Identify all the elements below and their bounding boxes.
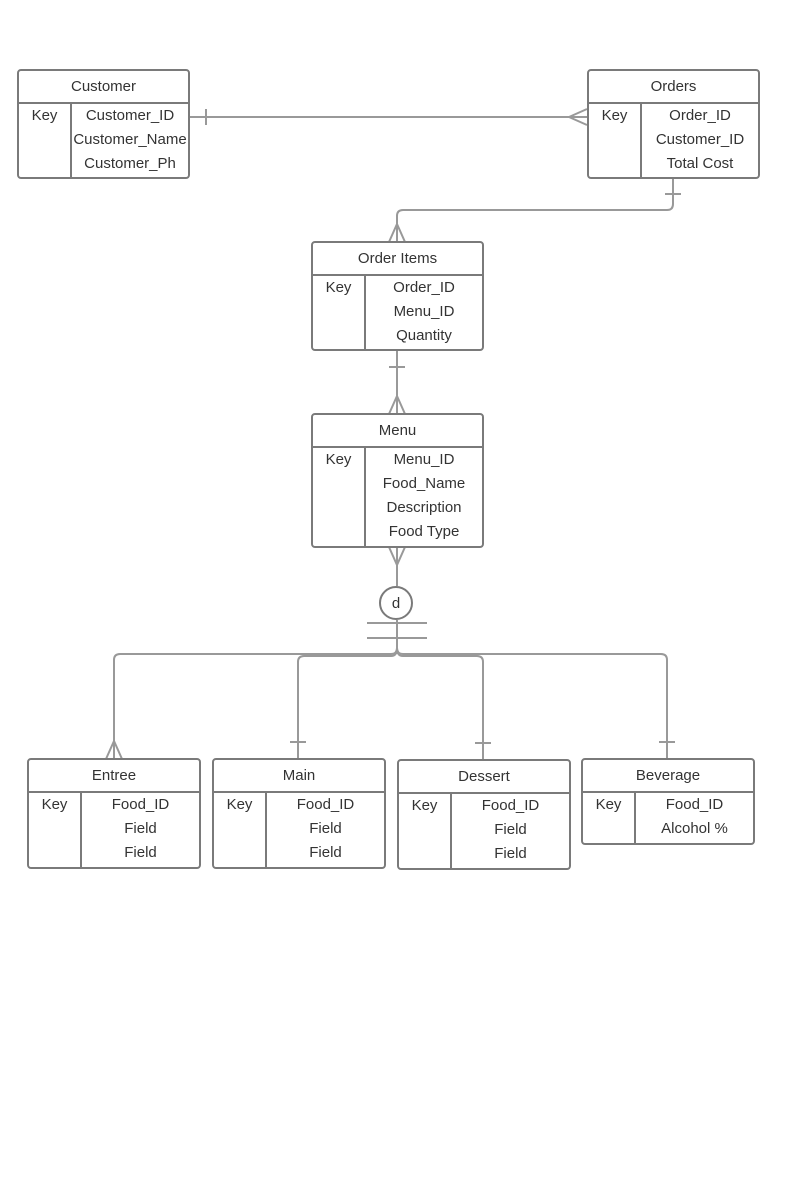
key-text: Key xyxy=(325,279,352,296)
field-item: Customer_Name xyxy=(73,131,187,148)
entity-title: Entree xyxy=(29,760,199,793)
key-text: Key xyxy=(411,797,438,814)
key-label: Key xyxy=(29,793,82,867)
field-list: Order_ID Menu_ID Quantity xyxy=(366,276,482,349)
key-text: Key xyxy=(325,451,352,468)
orderitems-many-crowfoot xyxy=(388,223,406,243)
entity-main[interactable]: Main Key Food_ID Field Field xyxy=(212,758,386,869)
field-item: Food_ID xyxy=(111,796,170,813)
field-item: Customer_ID xyxy=(655,131,745,148)
branch-entree xyxy=(113,647,398,759)
key-text: Key xyxy=(601,107,628,124)
key-label: Key xyxy=(589,104,642,177)
field-item: Total Cost xyxy=(666,155,734,172)
field-item: Quantity xyxy=(396,327,452,344)
field-item: Food Type xyxy=(388,523,460,540)
entity-entree[interactable]: Entree Key Food_ID Field Field xyxy=(27,758,201,869)
menu-spec-crowfoot xyxy=(388,546,406,568)
key-label: Key xyxy=(583,793,636,843)
menu-many-crowfoot xyxy=(388,395,406,415)
field-item: Customer_Ph xyxy=(84,155,176,172)
entity-title: Dessert xyxy=(399,761,569,794)
field-item: Field xyxy=(309,820,342,837)
field-list: Menu_ID Food_Name Description Food Type xyxy=(366,448,482,546)
field-item: Food_Name xyxy=(382,475,466,492)
field-list: Food_ID Alcohol % xyxy=(636,793,753,843)
field-list: Customer_ID Customer_Name Customer_Ph xyxy=(72,104,188,177)
key-label: Key xyxy=(214,793,267,867)
branch-dessert xyxy=(396,647,484,760)
field-list: Food_ID Field Field xyxy=(452,794,569,868)
key-label: Key xyxy=(313,276,366,349)
orders-orderitems-line xyxy=(396,178,674,242)
field-item: Food_ID xyxy=(481,797,540,814)
key-label: Key xyxy=(19,104,72,177)
disjoint-specialization-circle: d xyxy=(379,586,413,620)
entity-dessert[interactable]: Dessert Key Food_ID Field Field xyxy=(397,759,571,870)
entity-title: Orders xyxy=(589,71,758,104)
field-item: Order_ID xyxy=(669,107,731,124)
branch-beverage xyxy=(396,647,668,759)
entree-many-crowfoot xyxy=(105,740,123,760)
entity-menu[interactable]: Menu Key Menu_ID Food_Name Description F… xyxy=(311,413,484,548)
entity-title: Beverage xyxy=(583,760,753,793)
field-item: Alcohol % xyxy=(661,820,728,837)
key-text: Key xyxy=(31,107,58,124)
field-item: Field xyxy=(494,845,527,862)
orders-many-crowfoot xyxy=(568,108,588,126)
field-item: Field xyxy=(494,821,527,838)
entity-title: Order Items xyxy=(313,243,482,276)
field-item: Food_ID xyxy=(665,796,724,813)
key-label: Key xyxy=(399,794,452,868)
key-text: Key xyxy=(595,796,622,813)
field-list: Food_ID Field Field xyxy=(82,793,199,867)
key-label: Key xyxy=(313,448,366,546)
entity-order-items[interactable]: Order Items Key Order_ID Menu_ID Quantit… xyxy=(311,241,484,351)
field-item: Field xyxy=(124,820,157,837)
field-item: Menu_ID xyxy=(393,451,455,468)
field-item: Description xyxy=(386,499,462,516)
entity-title: Customer xyxy=(19,71,188,104)
field-list: Food_ID Field Field xyxy=(267,793,384,867)
entity-beverage[interactable]: Beverage Key Food_ID Alcohol % xyxy=(581,758,755,845)
branch-main xyxy=(297,647,398,759)
field-item: Field xyxy=(309,844,342,861)
field-item: Customer_ID xyxy=(85,107,175,124)
field-item: Food_ID xyxy=(296,796,355,813)
entity-orders[interactable]: Orders Key Order_ID Customer_ID Total Co… xyxy=(587,69,760,179)
field-item: Menu_ID xyxy=(393,303,455,320)
field-item: Field xyxy=(124,844,157,861)
entity-title: Menu xyxy=(313,415,482,448)
key-text: Key xyxy=(41,796,68,813)
field-list: Order_ID Customer_ID Total Cost xyxy=(642,104,758,177)
key-text: Key xyxy=(226,796,253,813)
entity-title: Main xyxy=(214,760,384,793)
field-item: Order_ID xyxy=(393,279,455,296)
entity-customer[interactable]: Customer Key Customer_ID Customer_Name C… xyxy=(17,69,190,179)
